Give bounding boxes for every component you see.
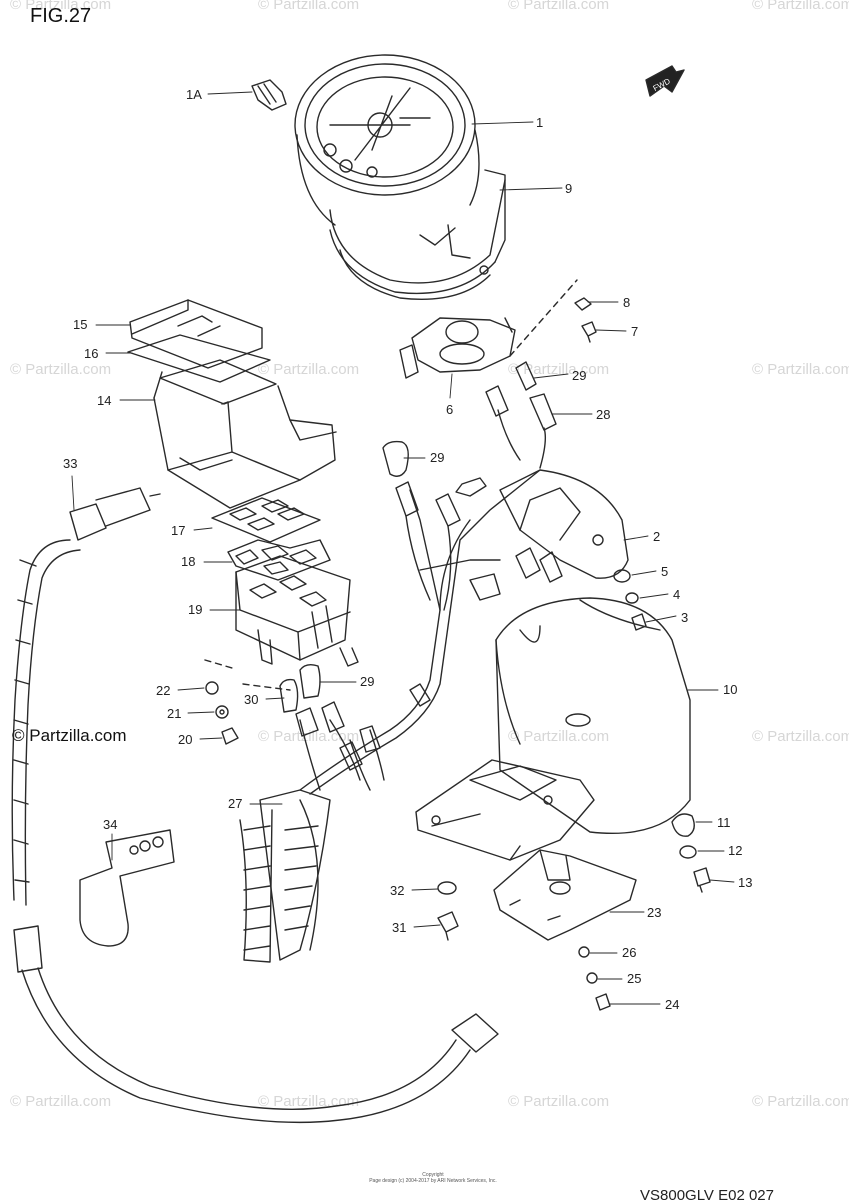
watermark: © Partzilla.com (508, 361, 610, 378)
collar (625, 592, 639, 604)
connector-cover (515, 361, 537, 391)
callout-29: 29 (572, 368, 587, 383)
callout-30: 30 (244, 692, 259, 707)
bolt (693, 867, 711, 893)
lower-bracket (493, 849, 637, 941)
washer (578, 946, 590, 958)
callout-31: 31 (392, 920, 407, 935)
speedometer-cable (11, 487, 499, 1124)
figure-title: FIG.27 (30, 5, 92, 27)
meter-assembly (294, 54, 506, 301)
callout-32: 32 (390, 883, 405, 898)
callout-8: 8 (623, 295, 631, 310)
watermark: © Partzilla.com (508, 0, 610, 13)
screw (221, 727, 239, 745)
callout-2: 2 (653, 529, 661, 544)
callout-7: 7 (631, 324, 639, 339)
watermark: © Partzilla.com (10, 361, 112, 378)
callout-17: 17 (171, 523, 186, 538)
callout-28: 28 (596, 407, 611, 422)
bracket (399, 317, 516, 379)
connector (395, 481, 461, 527)
leader-lines (71, 91, 735, 1005)
relay-bracket (499, 469, 629, 583)
brand-watermark: © Partzilla.com (12, 726, 127, 745)
nut (574, 297, 592, 311)
callout-29: 29 (430, 450, 445, 465)
indicator-lenses (227, 539, 331, 581)
callout-11: 11 (717, 815, 731, 830)
forward-arrow-icon: FWD (645, 65, 685, 97)
washer (437, 881, 457, 895)
copyright-line: Copyright (422, 1172, 444, 1178)
callout-1A: 1A (186, 87, 202, 102)
connector (485, 385, 557, 431)
indicator-box (127, 299, 337, 509)
callout-10: 10 (723, 682, 738, 697)
grommet (671, 813, 695, 837)
watermark: © Partzilla.com (10, 1093, 112, 1110)
copyright-line: Page design (c) 2004-2017 by ARI Network… (369, 1178, 497, 1184)
bolt (581, 321, 597, 343)
callout-12: 12 (728, 843, 743, 858)
meter-cover (495, 597, 691, 835)
wire-harness (239, 469, 541, 963)
connector-cover (382, 440, 409, 477)
watermark: © Partzilla.com (10, 0, 112, 13)
callout-23: 23 (647, 905, 662, 920)
socket-housing (235, 555, 359, 667)
callout-24: 24 (665, 997, 680, 1012)
gasket (211, 497, 321, 543)
callout-16: 16 (84, 346, 99, 361)
connector-cover (279, 678, 299, 713)
callout-34: 34 (103, 817, 118, 832)
mounting-bracket (415, 759, 595, 861)
watermark: © Partzilla.com (752, 361, 849, 378)
callout-33: 33 (63, 456, 78, 471)
callout-22: 22 (156, 683, 171, 698)
callout-4: 4 (673, 587, 681, 602)
bolt (437, 911, 459, 941)
callout-25: 25 (627, 971, 642, 986)
callout-20: 20 (178, 732, 193, 747)
model-code: VS800GLV E02 027 (640, 1187, 774, 1204)
callout-19: 19 (188, 602, 203, 617)
callout-3: 3 (681, 610, 689, 625)
grommet (613, 569, 631, 583)
callout-9: 9 (565, 181, 573, 196)
callout-21: 21 (167, 706, 182, 721)
callout-26: 26 (622, 945, 637, 960)
callout-13: 13 (738, 875, 753, 890)
bulb-socket (251, 79, 287, 111)
watermark: © Partzilla.com (508, 1093, 610, 1110)
watermark: © Partzilla.com (258, 728, 360, 745)
copyright-notice: Copyright Page design (c) 2004-2017 by A… (368, 1172, 498, 1184)
callout-6: 6 (446, 402, 454, 417)
washer (586, 972, 598, 984)
callout-18: 18 (181, 554, 196, 569)
washer (205, 681, 219, 695)
callout-5: 5 (661, 564, 669, 579)
watermark: © Partzilla.com (752, 1093, 849, 1110)
connector-cover (299, 663, 321, 699)
callout-14: 14 (97, 393, 112, 408)
watermark: © Partzilla.com (258, 361, 360, 378)
callout-27: 27 (228, 796, 243, 811)
washer (215, 705, 229, 719)
watermark: © Partzilla.com (258, 0, 360, 13)
callout-1: 1 (536, 115, 544, 130)
watermark: © Partzilla.com (508, 728, 610, 745)
screw (631, 613, 647, 631)
watermark: © Partzilla.com (752, 728, 849, 745)
watermark: © Partzilla.com (752, 0, 849, 13)
callout-29: 29 (360, 674, 375, 689)
cable-clamp (79, 829, 175, 947)
callout-15: 15 (73, 317, 88, 332)
bolt (595, 993, 611, 1011)
collar (679, 845, 697, 859)
